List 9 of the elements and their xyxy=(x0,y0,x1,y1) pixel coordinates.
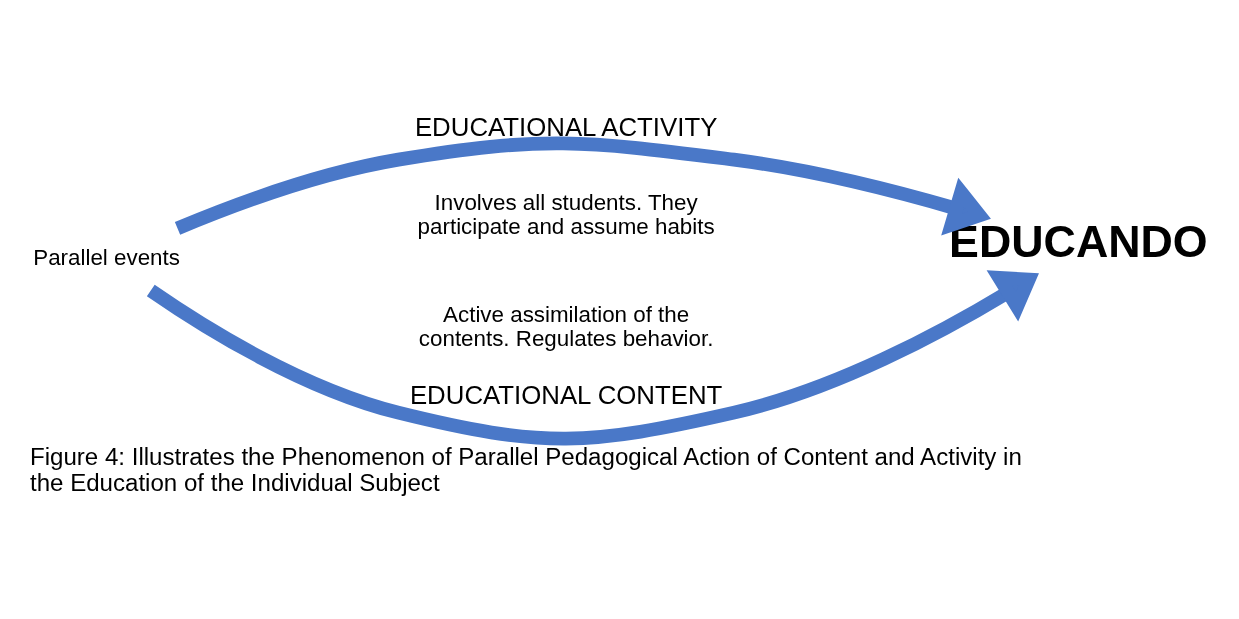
caption: Figure 4: Illustrates the Phenomenon of Parallel Pedagogical Action of Content and Activity in the Education of the Individual Subject xyxy=(29,442,1022,496)
node-text: Parallel events xyxy=(33,245,180,271)
arrow xyxy=(174,136,991,236)
arrow xyxy=(146,270,1039,446)
node-text: EDUCANDO xyxy=(949,215,1208,266)
edge-label: EDUCATIONAL ACTIVITY xyxy=(414,112,718,141)
label: Involves all students. They participate and assume habits xyxy=(417,190,715,240)
label: Active assimilation of the contents. Regulates behavior. xyxy=(418,302,714,352)
edge-label: EDUCATIONAL CONTENT xyxy=(409,381,723,410)
